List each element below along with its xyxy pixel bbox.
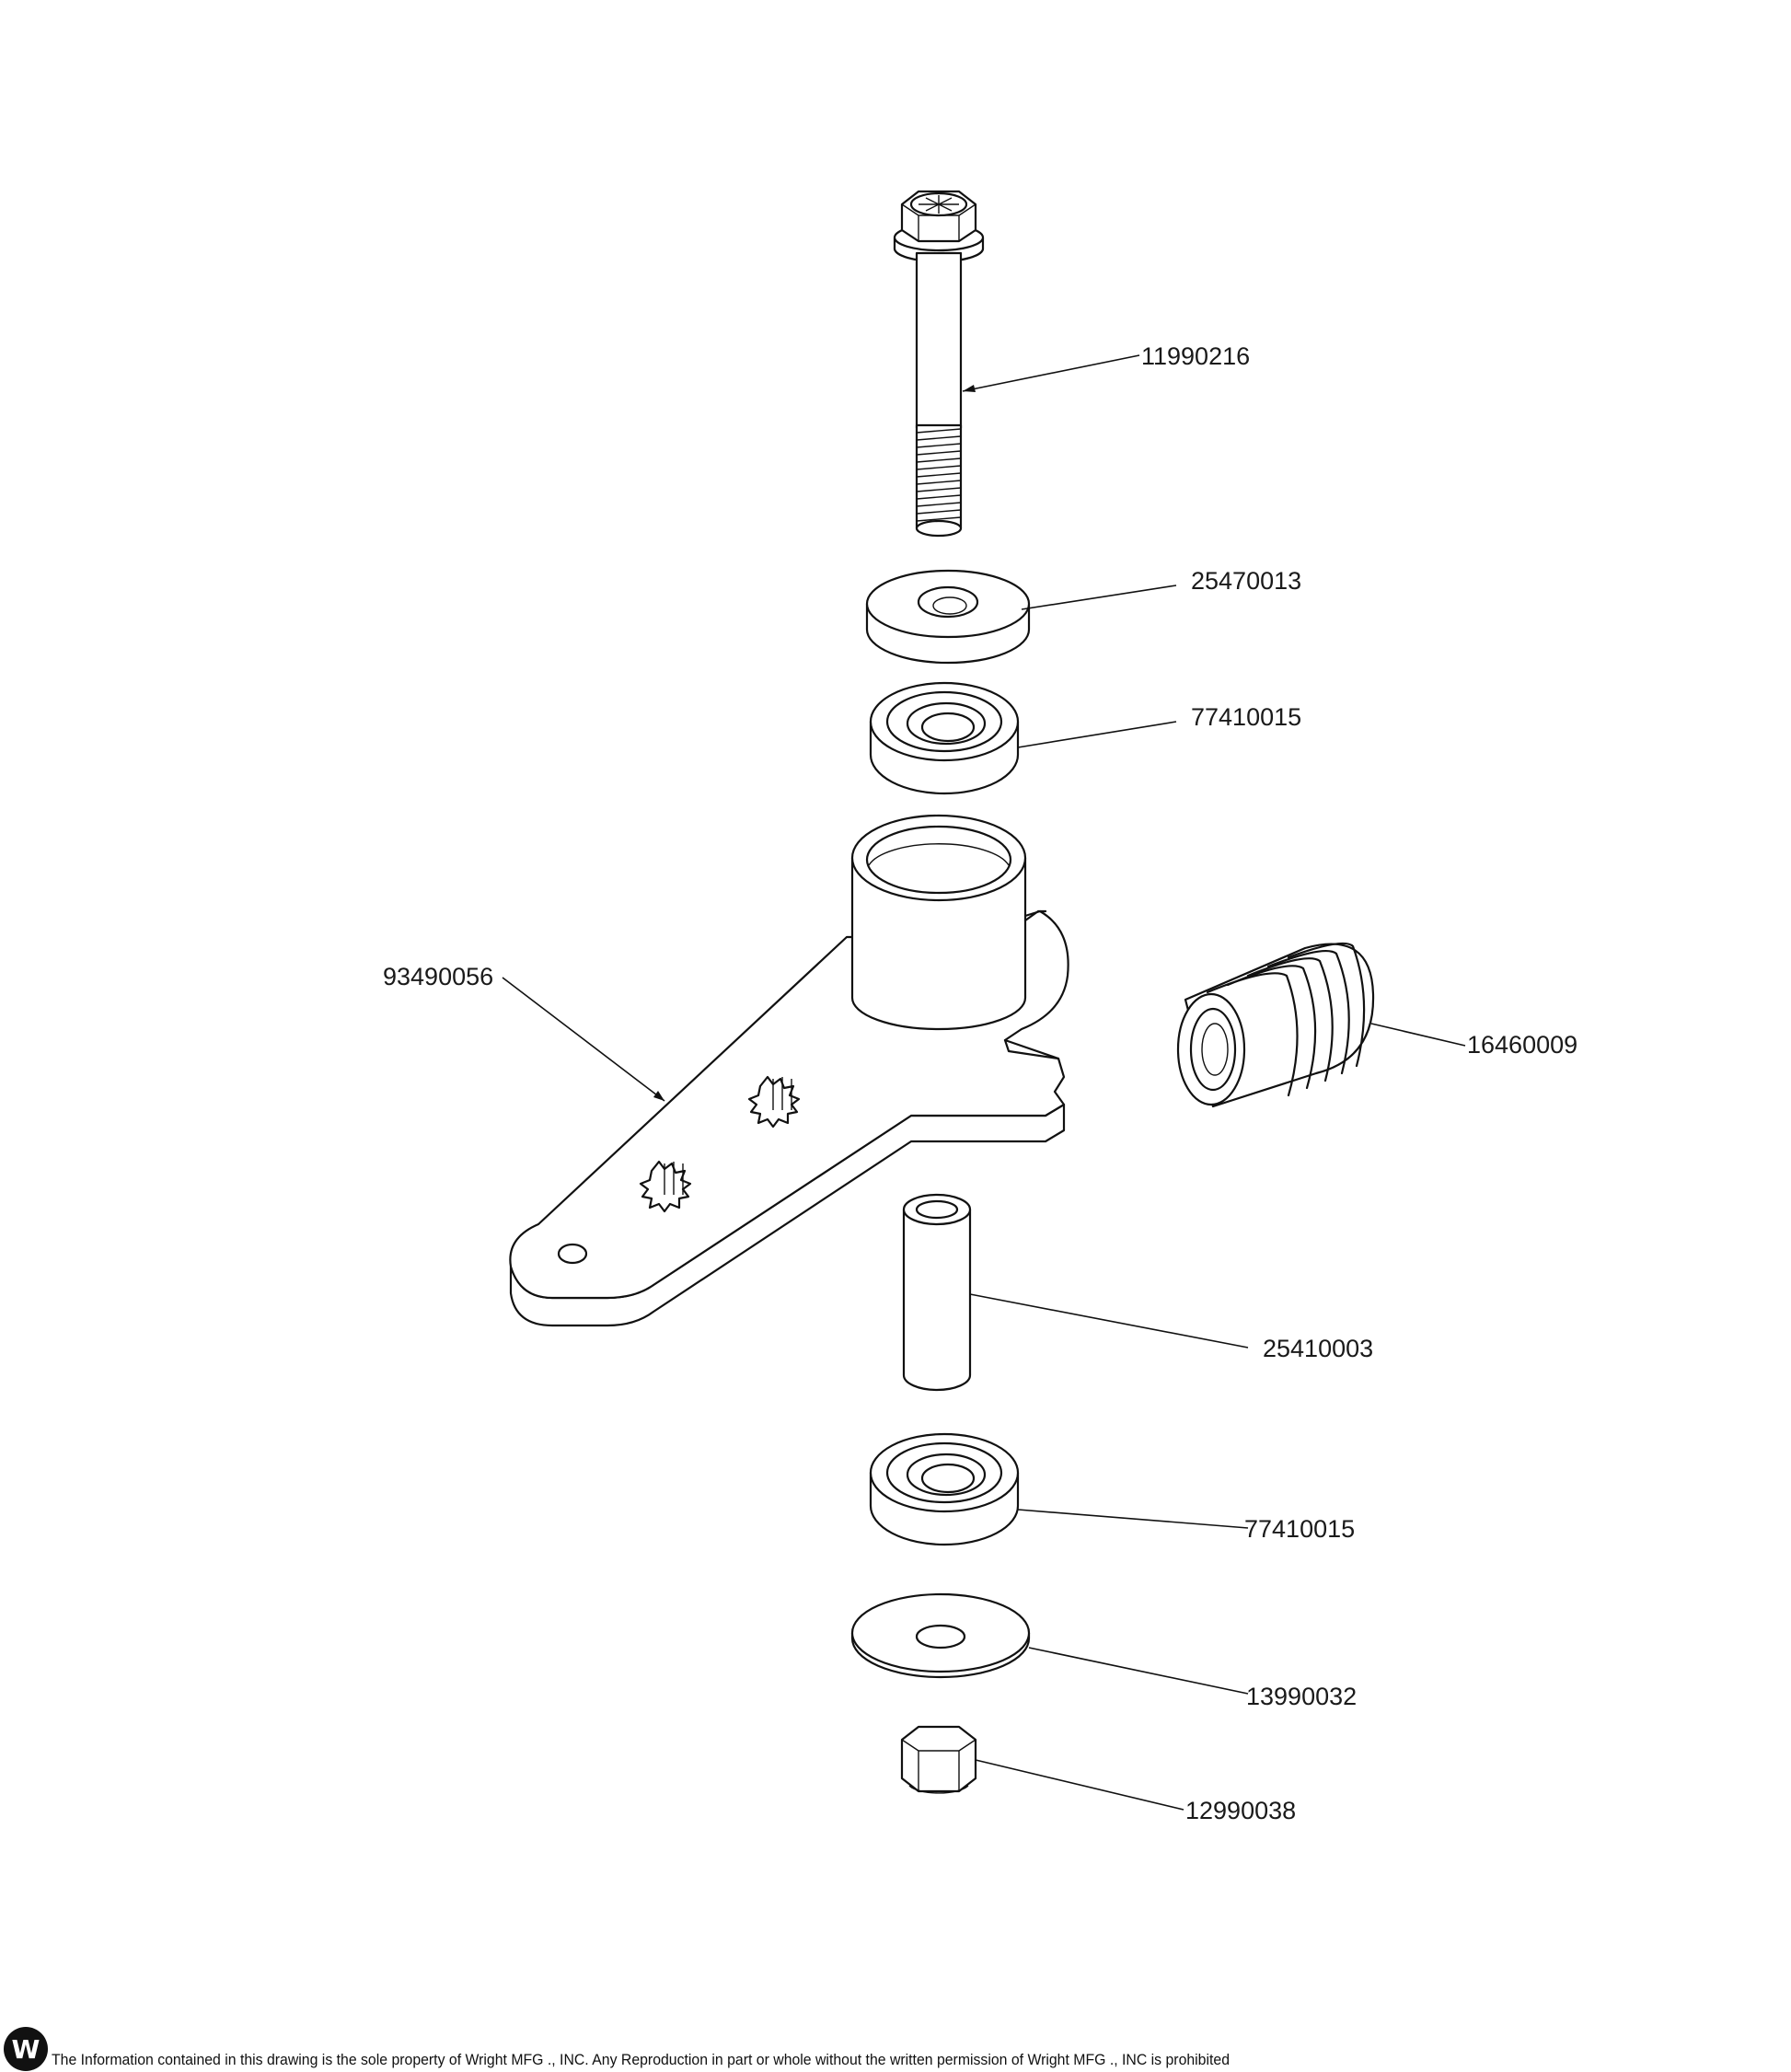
logo-letter: W (12, 2034, 40, 2065)
nut-leader (975, 1759, 1184, 1811)
top-bearing-leader (1017, 721, 1177, 748)
footer-notice: The Information contained in this drawin… (52, 2051, 1230, 2068)
footer: W The Information contained in this draw… (4, 2027, 1230, 2071)
callout-top-bearing: 77410015 (1191, 703, 1301, 731)
wright-logo-icon (4, 2027, 48, 2071)
callout-idler-arm: 93490056 (383, 963, 493, 990)
spacer-leader (969, 1293, 1249, 1349)
idler-arm-part (509, 814, 1069, 1327)
top-bearing-part (869, 681, 1020, 795)
callout-spring: 16460009 (1467, 1031, 1577, 1059)
callout-bottom-bearing: 77410015 (1244, 1515, 1355, 1543)
idler-arm-leader (502, 977, 665, 1102)
callout-nut: 12990038 (1185, 1797, 1296, 1824)
bolt-leader (962, 354, 1140, 392)
callout-bolt: 11990216 (1141, 342, 1250, 370)
bottom-washer-leader (1028, 1647, 1249, 1695)
spring-part (1176, 942, 1375, 1108)
callout-bottom-washer: 13990032 (1246, 1683, 1357, 1710)
callout-top-washer: 25470013 (1191, 567, 1301, 595)
bottom-bearing-leader (1017, 1509, 1249, 1529)
nut-part (900, 1725, 977, 1794)
bottom-washer-part (850, 1592, 1031, 1679)
callout-spacer: 25410003 (1263, 1335, 1373, 1362)
spacer-part (902, 1193, 972, 1392)
bolt-part (893, 190, 985, 538)
top-washer-part (865, 569, 1031, 665)
bottom-bearing-part (869, 1432, 1020, 1546)
top-washer-leader (1021, 585, 1177, 610)
spring-leader (1370, 1023, 1466, 1047)
